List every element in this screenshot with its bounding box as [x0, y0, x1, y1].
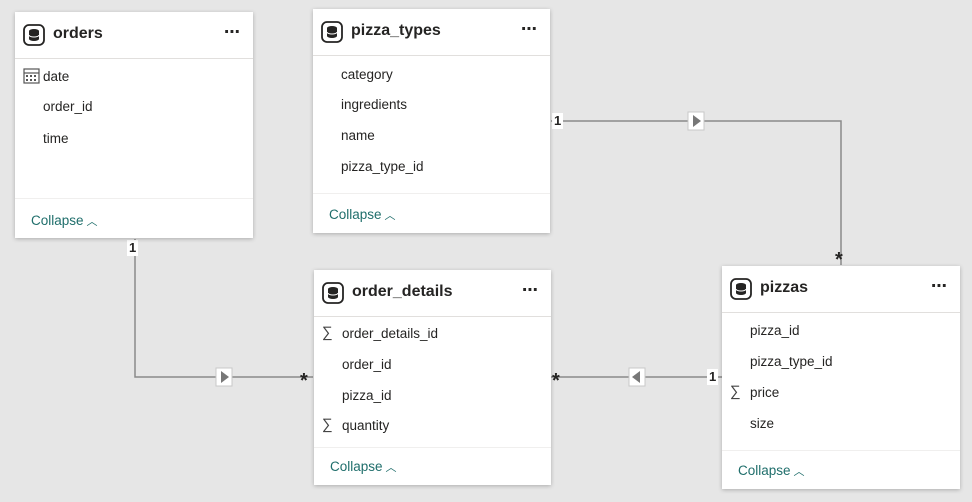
- database-icon: [321, 21, 343, 43]
- table-header[interactable]: pizza_types ⋯: [313, 9, 550, 56]
- chevron-up-icon: ︿: [86, 216, 98, 228]
- table-card-orders[interactable]: orders ⋯ date order_id time Collapse︿: [15, 12, 253, 238]
- field-pizza-type-id[interactable]: pizza_type_id: [750, 354, 833, 369]
- field-name[interactable]: name: [341, 128, 375, 143]
- collapse-label: Collapse: [31, 213, 84, 228]
- more-options-icon[interactable]: ⋯: [931, 278, 948, 295]
- field-order-details-id[interactable]: order_details_id: [342, 326, 439, 341]
- chevron-up-icon: ︿: [384, 210, 396, 222]
- table-card-order-details[interactable]: order_details ⋯ ∑ order_details_id order…: [314, 270, 551, 485]
- calendar-icon: [23, 68, 40, 84]
- more-options-icon[interactable]: ⋯: [224, 24, 241, 41]
- relationship-orders-order-details[interactable]: [134, 239, 313, 378]
- collapse-label: Collapse: [738, 463, 791, 478]
- table-card-pizza-types[interactable]: pizza_types ⋯ category ingredients name …: [313, 9, 550, 233]
- cardinality-many-label: *: [300, 370, 308, 392]
- table-title: pizza_types: [351, 22, 441, 39]
- field-category[interactable]: category: [341, 67, 393, 82]
- cardinality-many-label: *: [835, 249, 843, 271]
- collapse-link[interactable]: Collapse︿: [329, 207, 396, 223]
- field-size[interactable]: size: [750, 416, 775, 431]
- field-ingredients[interactable]: ingredients: [341, 97, 408, 112]
- cardinality-many-label: *: [552, 370, 560, 392]
- collapse-link[interactable]: Collapse︿: [738, 463, 805, 479]
- field-pizza-id[interactable]: pizza_id: [750, 323, 800, 338]
- sigma-icon: ∑: [322, 324, 333, 341]
- relationship-pizza-types-pizzas[interactable]: [551, 120, 842, 265]
- cardinality-one-label: 1: [127, 240, 139, 256]
- table-title: orders: [53, 25, 103, 42]
- table-title: pizzas: [760, 279, 809, 296]
- field-order-id[interactable]: order_id: [342, 357, 392, 372]
- field-time[interactable]: time: [43, 131, 69, 146]
- table-card-pizzas[interactable]: pizzas ⋯ pizza_id pizza_type_id ∑ price …: [722, 266, 960, 489]
- table-header[interactable]: order_details ⋯: [314, 270, 551, 317]
- sigma-icon: ∑: [730, 383, 741, 400]
- field-quantity[interactable]: quantity: [342, 418, 390, 433]
- chevron-up-icon: ︿: [793, 466, 805, 478]
- chevron-up-icon: ︿: [385, 462, 397, 474]
- collapse-link[interactable]: Collapse︿: [31, 213, 98, 229]
- collapse-label: Collapse: [329, 207, 382, 222]
- table-title: order_details: [352, 283, 453, 300]
- table-header[interactable]: pizzas ⋯: [722, 266, 960, 313]
- field-order-id[interactable]: order_id: [43, 99, 93, 114]
- arrow-right-icon: [687, 111, 705, 131]
- collapse-label: Collapse: [330, 459, 383, 474]
- table-header[interactable]: orders ⋯: [15, 12, 253, 59]
- field-price[interactable]: price: [750, 385, 780, 400]
- cardinality-one-label: 1: [707, 369, 719, 385]
- cardinality-one-label: 1: [552, 113, 564, 129]
- collapse-link[interactable]: Collapse︿: [330, 459, 397, 475]
- arrow-right-icon: [215, 367, 233, 387]
- field-pizza-type-id[interactable]: pizza_type_id: [341, 159, 424, 174]
- sigma-icon: ∑: [322, 416, 333, 433]
- database-icon: [322, 282, 344, 304]
- database-icon: [730, 278, 752, 300]
- more-options-icon[interactable]: ⋯: [521, 21, 538, 38]
- arrow-left-icon: [628, 367, 646, 387]
- field-date[interactable]: date: [43, 69, 70, 84]
- database-icon: [23, 24, 45, 46]
- more-options-icon[interactable]: ⋯: [522, 282, 539, 299]
- field-pizza-id[interactable]: pizza_id: [342, 388, 392, 403]
